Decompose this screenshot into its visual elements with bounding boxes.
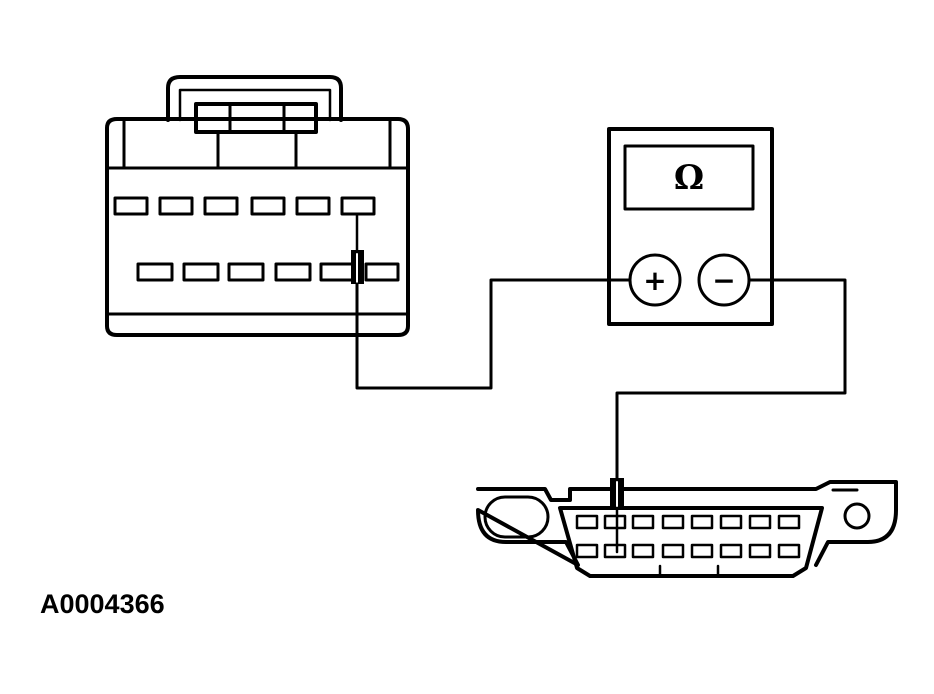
connector-pin xyxy=(182,262,220,282)
connector-pin xyxy=(364,262,400,282)
connector-pin xyxy=(203,196,239,216)
dlc-mounting-slot xyxy=(483,495,550,539)
dlc-pin xyxy=(631,514,655,530)
dlc-pin xyxy=(777,543,801,559)
connector-pin xyxy=(227,262,265,282)
dlc-pin xyxy=(661,543,685,559)
dlc-pin xyxy=(575,543,599,559)
dlc-pin xyxy=(661,514,685,530)
connector-pin xyxy=(274,262,312,282)
connector-body xyxy=(105,117,410,337)
multimeter-body xyxy=(607,127,774,326)
figure-id: A0004366 xyxy=(40,589,165,619)
connector-pin xyxy=(158,196,194,216)
dlc-face xyxy=(558,506,824,578)
dlc-mounting-hole xyxy=(843,502,871,530)
connector-pin xyxy=(319,262,357,282)
dlc-pin xyxy=(690,543,714,559)
connector-pin xyxy=(136,262,174,282)
connector-latch xyxy=(166,75,343,122)
dlc-pin xyxy=(690,514,714,530)
dlc-pin xyxy=(631,543,655,559)
connector-pin xyxy=(340,196,376,216)
connector xyxy=(105,75,410,337)
multimeter-display xyxy=(623,144,755,211)
negative-terminal-symbol: − xyxy=(712,264,735,297)
ohm-symbol: Ω xyxy=(674,158,704,198)
dlc-probe xyxy=(610,478,624,554)
dlc-mounting-flange xyxy=(476,480,898,567)
connector-pin xyxy=(113,196,149,216)
dlc-pin xyxy=(777,514,801,530)
dlc-pin xyxy=(603,543,627,559)
connector-pin xyxy=(295,196,331,216)
dlc-pin xyxy=(748,543,772,559)
dlc-pin xyxy=(603,514,627,530)
negative-lead-wire xyxy=(615,278,847,480)
connector-probe xyxy=(351,212,364,284)
data-link-connector xyxy=(476,480,898,578)
positive-lead-wire xyxy=(355,278,632,390)
dlc-pin xyxy=(575,514,599,530)
positive-terminal-symbol: + xyxy=(643,264,666,297)
dlc-pin xyxy=(748,514,772,530)
connector-pin xyxy=(250,196,286,216)
dlc-pin xyxy=(719,514,743,530)
dlc-pin xyxy=(719,543,743,559)
